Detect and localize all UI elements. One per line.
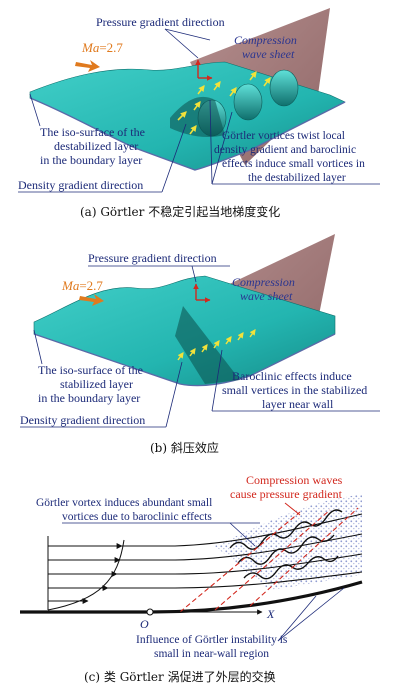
leader-line <box>211 349 223 412</box>
freestream-arrow <box>75 60 100 72</box>
leader-line <box>277 595 317 642</box>
sheet-label-line2: wave sheet <box>242 47 295 61</box>
gortler-vortex-tube <box>233 83 263 121</box>
influence-label-line2: small in near-wall region <box>154 648 269 660</box>
pressure-gradient-label: Pressure gradient direction <box>96 15 225 29</box>
density-gradient-label: Density gradient direction <box>18 178 143 192</box>
mach-number-label: Ma=2.7 <box>61 278 103 293</box>
compression-label-line1: Compression waves <box>246 473 343 487</box>
iso-surface-label-line1: The iso-surface of the <box>40 125 145 139</box>
compression-waves <box>179 507 359 613</box>
vortex-label-line2: vortices due to baroclinic effects <box>62 511 212 523</box>
caption-b: (b) 斜压效应 <box>150 440 219 455</box>
gortler-label-line4: the destabilized layer <box>248 172 346 184</box>
pressure-gradient-label: Pressure gradient direction <box>88 251 217 265</box>
pressure-gradient-arrow <box>193 283 211 303</box>
density-gradient-label: Density gradient direction <box>20 413 145 427</box>
panel-b: Ma=2.7 Compression wave sheet Pressure g… <box>20 234 380 455</box>
x-axis-label: X <box>266 607 275 621</box>
pressure-gradient-arrow <box>195 59 213 81</box>
gortler-vortex-lines <box>229 509 343 580</box>
origin-label: O <box>140 617 149 631</box>
leader-line <box>209 99 213 185</box>
caption-a: (a) Görtler 不稳定引起当地梯度变化 <box>80 204 280 219</box>
leader-line <box>164 28 199 59</box>
baroclinic-label-line2: small vertices in the stabilized <box>222 383 367 397</box>
vortex-label-line1: Görtler vortex induces abundant small <box>36 497 212 509</box>
iso-surface-label-line1: The iso-surface of the <box>38 363 143 377</box>
baroclinic-arrows <box>177 329 256 361</box>
density-gradient-arrows <box>177 70 271 135</box>
iso-surface-label-line3: in the boundary layer <box>40 153 142 167</box>
leader-line <box>164 28 211 41</box>
mach-number-label: Ma=2.7 <box>81 40 123 55</box>
gortler-label-line2: density gradient and baroclinic <box>214 144 356 156</box>
baroclinic-label-line1: Baroclinic effects induce <box>232 369 352 383</box>
curved-wall <box>20 580 363 614</box>
velocity-profile <box>47 536 125 611</box>
leader-line <box>165 361 183 428</box>
iso-surface-label-line2: stabilized layer <box>60 377 133 391</box>
panel-a: Ma=2.7 Compression wave sheet Pressure g… <box>18 8 380 219</box>
surface-edge <box>33 333 336 387</box>
gortler-label-line3: effects induce small vortices in <box>222 158 365 170</box>
caption-c: (c) 类 Görtler 涡促进了外层的交换 <box>84 669 276 684</box>
leader-line <box>33 329 43 365</box>
leader-line <box>277 587 345 642</box>
gortler-label-line1: Görtler vortices twist local <box>222 130 345 142</box>
leader-line <box>284 502 301 516</box>
gortler-vortex-tube <box>269 69 299 107</box>
panel-c: O X Compression waves cause pressure gra… <box>20 473 363 684</box>
streamlines <box>48 513 363 589</box>
sheet-label-line1: Compression <box>234 33 297 47</box>
leader-line <box>29 93 41 127</box>
leader-line <box>211 111 233 185</box>
iso-surface-label-line2: destabilized layer <box>54 139 138 153</box>
baroclinic-label-line3: layer near wall <box>262 397 334 411</box>
leader-line <box>161 123 187 193</box>
sheet-label-line1: Compression <box>232 275 295 289</box>
leader-line <box>191 265 197 283</box>
leader-line <box>229 522 256 547</box>
surface-edge <box>29 97 346 171</box>
influence-label-line1: Influence of Görtler instability is <box>136 634 288 646</box>
origin-marker <box>146 608 154 616</box>
sheet-label-line2: wave sheet <box>240 289 293 303</box>
compression-label-line2: cause pressure gradient <box>230 487 343 501</box>
iso-surface-label-line3: in the boundary layer <box>38 391 140 405</box>
vortex-shadow <box>170 96 225 138</box>
freestream-arrow <box>79 294 104 306</box>
